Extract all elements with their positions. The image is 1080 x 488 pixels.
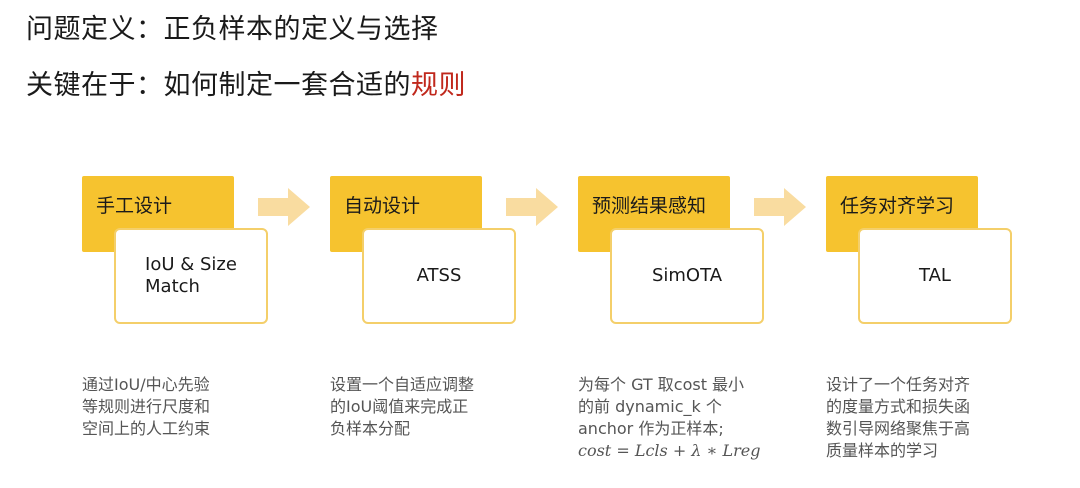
stage-manual-design: 手工设计 IoU & Size Match [82, 176, 282, 336]
stage-method-label: SimOTA [651, 265, 723, 286]
stage-task-alignment: 任务对齐学习 TAL [826, 176, 1026, 336]
stage-tag-label: 自动设计 [344, 195, 421, 217]
title-problem-definition: 问题定义：正负样本的定义与选择 [26, 14, 439, 45]
arrow-right-icon [754, 188, 806, 226]
description-line: 等规则进行尺度和 [82, 397, 211, 416]
stage-method-label: IoU & Size Match [145, 254, 237, 297]
stage-method-box: SimOTA [610, 228, 764, 324]
description-line: 通过IoU/中心先验 [82, 375, 210, 394]
stage-method-box: ATSS [362, 228, 516, 324]
title-key-point: 关键在于：如何制定一套合适的规则 [26, 68, 466, 104]
description-line: 为每个 GT 取cost 最小 [578, 375, 745, 394]
description-line: 质量样本的学习 [826, 441, 939, 460]
stage-prediction-aware: 预测结果感知 SimOTA [578, 176, 778, 336]
description-line: 负样本分配 [330, 419, 411, 438]
stage-description-tal: 设计了一个任务对齐 的度量方式和损失函 数引导网络聚焦于高 质量样本的学习 [826, 374, 970, 462]
stage-tag-label: 预测结果感知 [592, 195, 707, 217]
key-point-highlight: 规则 [411, 70, 466, 101]
stage-description-manual: 通过IoU/中心先验 等规则进行尺度和 空间上的人工约束 [82, 374, 210, 440]
description-line: 设计了一个任务对齐 [826, 375, 971, 394]
stage-method-label: ATSS [416, 265, 462, 286]
stage-method-box: IoU & Size Match [114, 228, 268, 324]
stage-tag-label: 任务对齐学习 [840, 195, 955, 217]
stage-method-label: TAL [919, 265, 951, 286]
stage-auto-design: 自动设计 ATSS [330, 176, 530, 336]
arrow-right-icon [506, 188, 558, 226]
description-line: 设置一个自适应调整 [330, 375, 475, 394]
description-line: anchor 作为正样本; [578, 419, 724, 438]
arrow-right-icon [258, 188, 310, 226]
description-line: 数引导网络聚焦于高 [826, 419, 971, 438]
description-line: 的度量方式和损失函 [826, 397, 971, 416]
stage-description-simota: 为每个 GT 取cost 最小 的前 dynamic_k 个 anchor 作为… [578, 374, 760, 462]
description-line: 的前 dynamic_k 个 [578, 397, 722, 416]
description-line: 的IoU阈值来完成正 [330, 397, 469, 416]
stage-tag-label: 手工设计 [96, 195, 173, 217]
description-line: 空间上的人工约束 [82, 419, 211, 438]
stage-method-box: TAL [858, 228, 1012, 324]
key-point-text: 关键在于：如何制定一套合适的 [26, 70, 411, 101]
stage-description-auto: 设置一个自适应调整 的IoU阈值来完成正 负样本分配 [330, 374, 474, 440]
cost-formula: cost = Lcls + λ ∗ Lreg [578, 441, 761, 460]
